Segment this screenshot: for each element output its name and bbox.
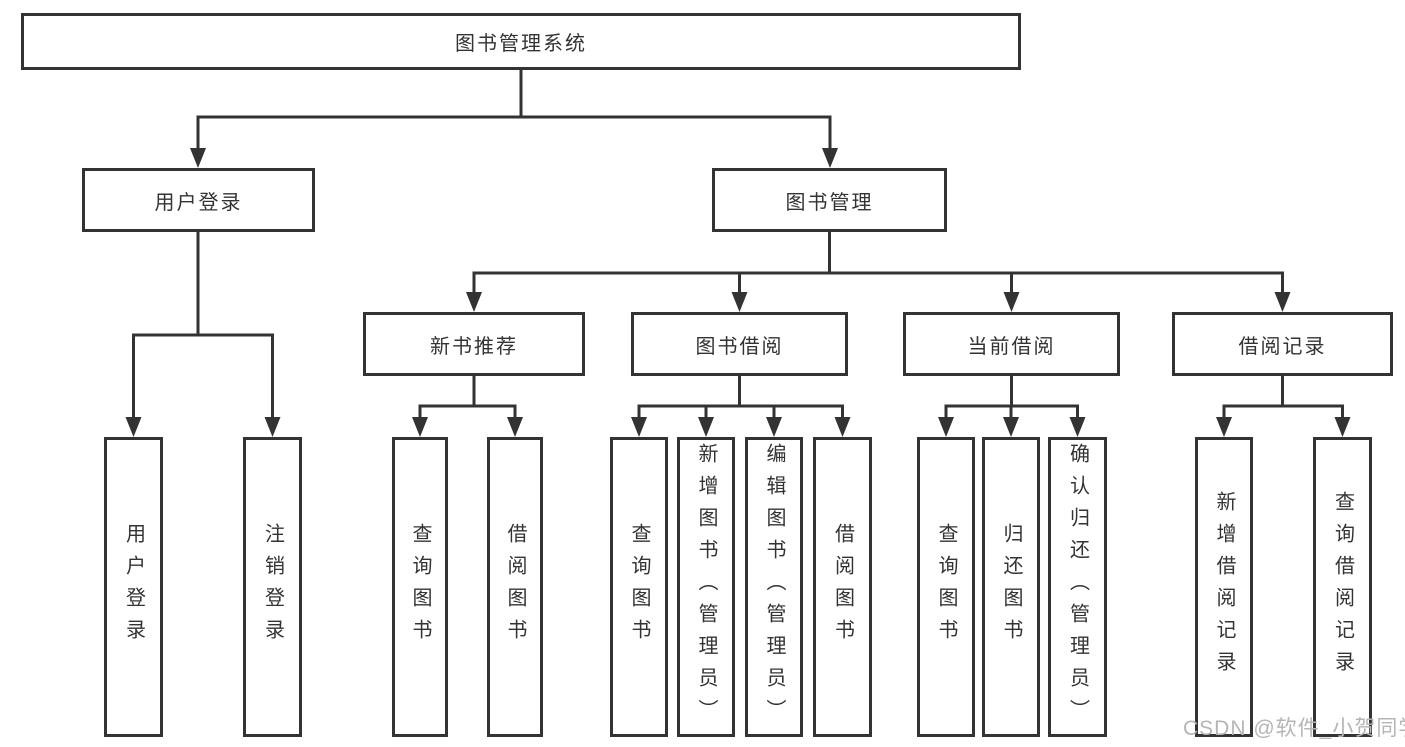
leaf-borrow-query-books: 查询图书: [610, 437, 668, 737]
leaf-recommend-query-books-label: 查询图书: [409, 523, 431, 651]
leaf-recommend-borrow-books: 借阅图书: [487, 437, 543, 737]
node-new-book-recommend: 新书推荐: [363, 312, 585, 376]
leaf-current-query-books-label: 查询图书: [935, 523, 957, 651]
leaf-records-query-record-label: 查询借阅记录: [1331, 491, 1354, 683]
node-borrow-records-label: 借阅记录: [1238, 335, 1327, 358]
leaf-borrow-borrow-books: 借阅图书: [813, 437, 872, 737]
leaf-current-confirm-return: 确认归还（管理员）: [1048, 437, 1107, 737]
node-user-login-label: 用户登录: [154, 191, 243, 214]
leaf-borrow-add-books: 新增图书（管理员）: [677, 437, 735, 737]
leaf-user-login: 用户登录: [104, 437, 163, 737]
leaf-current-return-books: 归还图书: [982, 437, 1040, 737]
node-current-borrow: 当前借阅: [903, 312, 1120, 376]
leaf-current-query-books: 查询图书: [917, 437, 975, 737]
leaf-borrow-add-books-label: 新增图书（管理员）: [695, 443, 717, 731]
node-book-borrow: 图书借阅: [631, 312, 848, 376]
node-root: 图书管理系统: [21, 13, 1021, 70]
leaf-borrow-borrow-books-label: 借阅图书: [831, 523, 854, 651]
leaf-current-confirm-return-label: 确认归还（管理员）: [1066, 443, 1089, 731]
leaf-records-query-record: 查询借阅记录: [1313, 437, 1372, 737]
leaf-records-add-record: 新增借阅记录: [1195, 437, 1253, 737]
node-book-management-label: 图书管理: [785, 191, 874, 214]
node-book-borrow-label: 图书借阅: [695, 335, 784, 358]
node-user-login: 用户登录: [82, 168, 315, 232]
leaf-logout-login-label: 注销登录: [261, 523, 284, 651]
leaf-records-add-record-label: 新增借阅记录: [1213, 491, 1235, 683]
leaf-logout-login: 注销登录: [243, 437, 302, 737]
leaf-recommend-borrow-books-label: 借阅图书: [504, 523, 526, 651]
leaf-borrow-edit-books-label: 编辑图书（管理员）: [763, 443, 785, 731]
watermark: CSDN @软件_小贺同学: [1183, 717, 1405, 740]
node-root-label: 图书管理系统: [455, 33, 587, 55]
leaf-borrow-query-books-label: 查询图书: [628, 523, 650, 651]
node-new-book-recommend-label: 新书推荐: [430, 335, 518, 358]
node-book-management: 图书管理: [712, 168, 947, 232]
node-borrow-records: 借阅记录: [1172, 312, 1393, 376]
leaf-current-return-books-label: 归还图书: [1000, 523, 1022, 651]
leaf-recommend-query-books: 查询图书: [392, 437, 448, 737]
leaf-borrow-edit-books: 编辑图书（管理员）: [745, 437, 803, 737]
node-current-borrow-label: 当前借阅: [967, 335, 1056, 358]
leaf-user-login-label: 用户登录: [122, 523, 145, 651]
